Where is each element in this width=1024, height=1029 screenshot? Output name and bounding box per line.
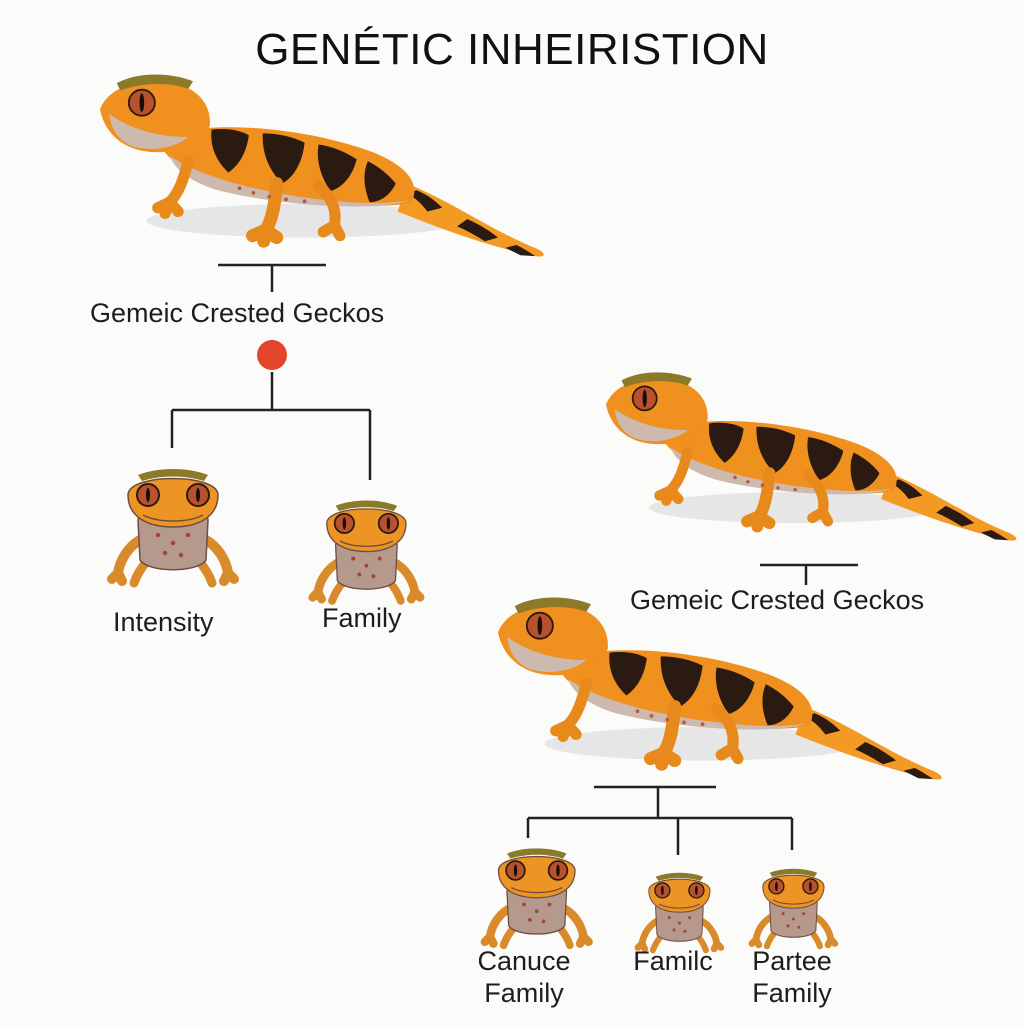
child-label-partee: Partee Family — [750, 945, 834, 1009]
child-label-canuce: Canuce Family — [476, 945, 572, 1009]
baby-gecko-intensity — [112, 469, 234, 583]
node-dot — [257, 340, 287, 370]
adult-gecko-1 — [100, 75, 544, 257]
adult-gecko-3 — [498, 598, 942, 780]
adult-gecko-2 — [606, 372, 1016, 540]
child-label-partee-line2: Family — [752, 978, 832, 1008]
tree-connector-1 — [170, 263, 372, 480]
baby-gecko-familc — [638, 873, 721, 951]
parent-label-2: Gemeic Crested Geckos — [630, 585, 925, 615]
parent-label-1: Gemeic Crested Geckos — [90, 298, 385, 328]
child-label-canuce-line2: Family — [484, 978, 564, 1008]
child-label-family: Family — [322, 603, 402, 633]
child-label-canuce-line1: Canuce — [477, 946, 571, 976]
baby-gecko-family — [313, 501, 420, 601]
child-label-familc: Familc — [630, 945, 716, 977]
baby-gecko-canuce — [485, 848, 589, 945]
child-label-partee-line1: Partee — [752, 946, 832, 976]
child-label-intensity: Intensity — [113, 607, 214, 637]
child-label-familc-line1: Familc — [633, 946, 713, 976]
tree-connector-2 — [760, 563, 858, 585]
diagram-title: GENÉTIC INHEIRISTION — [255, 25, 769, 74]
baby-gecko-partee — [752, 869, 835, 947]
tree-connector-3 — [526, 785, 794, 855]
